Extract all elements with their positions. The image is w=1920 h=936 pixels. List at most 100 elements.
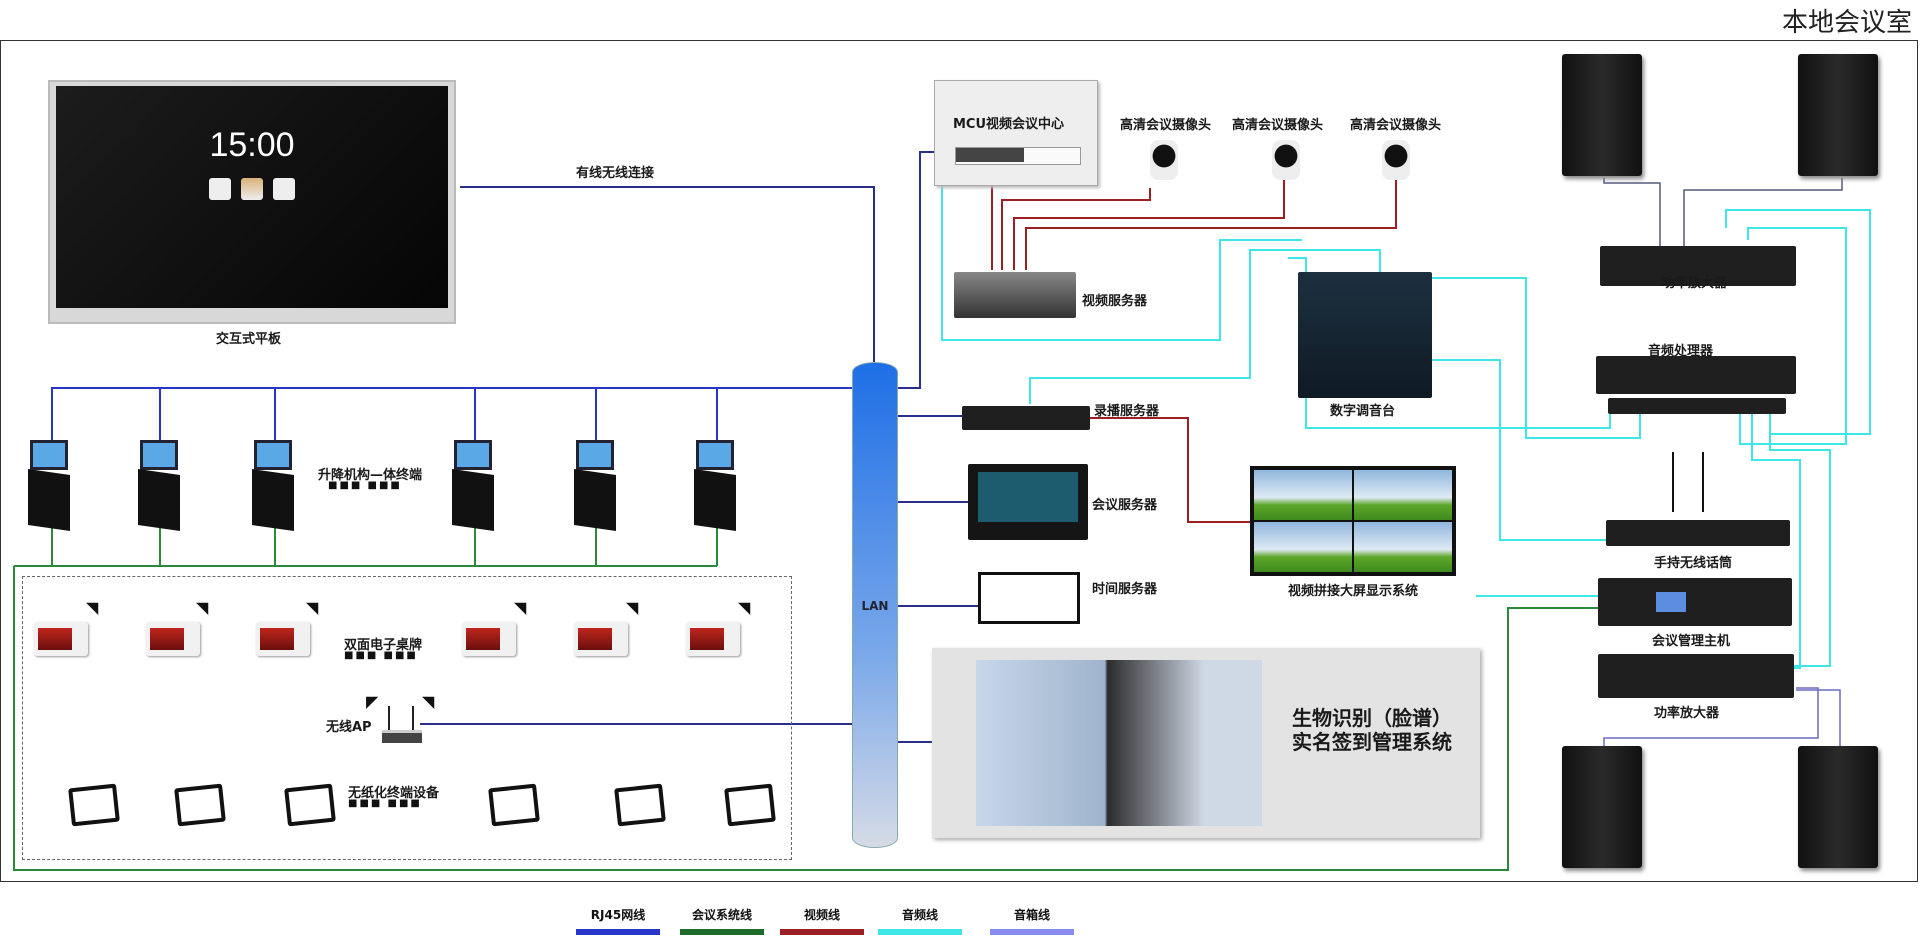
lift-terminal bbox=[694, 440, 740, 531]
legend-item: 音箱线 bbox=[990, 906, 1074, 935]
paperless-tablet bbox=[614, 783, 666, 827]
tablet-label: 无纸化终端设备 bbox=[348, 786, 440, 801]
electronic-nameplate bbox=[686, 622, 740, 656]
power-amplifier bbox=[1600, 246, 1796, 286]
diagram-frame bbox=[0, 40, 1918, 882]
page-title: 本地会议室 bbox=[1781, 8, 1912, 38]
wifi-icon: ◥ bbox=[196, 598, 209, 617]
digital-mixer bbox=[1298, 272, 1432, 398]
legend-item: 会议系统线 bbox=[680, 906, 764, 935]
lift-terminal bbox=[574, 440, 620, 531]
camera-label: 高清会议摄像头 bbox=[1350, 118, 1442, 133]
record-server-label: 录播服务器 bbox=[1094, 404, 1160, 419]
mcu-label: MCU视频会议中心 bbox=[953, 117, 1065, 132]
wireless-zone bbox=[22, 576, 792, 860]
video-wall-label: 视频拼接大屏显示系统 bbox=[1288, 584, 1419, 599]
legend-swatch bbox=[680, 929, 764, 935]
wireless-mic-receiver bbox=[1606, 520, 1790, 546]
tv-link-label: 有线无线连接 bbox=[576, 166, 655, 181]
tv-screen: 15:00 bbox=[56, 86, 448, 308]
wire-conference bbox=[51, 520, 718, 566]
audio-processor bbox=[1596, 356, 1796, 394]
electronic-nameplate bbox=[146, 622, 200, 656]
record-server bbox=[962, 406, 1090, 430]
electronic-nameplate bbox=[256, 622, 310, 656]
app-icon bbox=[209, 178, 231, 200]
paperless-tablet bbox=[488, 783, 540, 827]
paperless-tablet bbox=[724, 783, 776, 827]
paperless-tablet bbox=[174, 783, 226, 827]
wifi-icon: ◤ bbox=[366, 692, 379, 711]
mcu-center: MCU视频会议中心 bbox=[934, 80, 1098, 186]
time-server-label: 时间服务器 bbox=[1092, 582, 1158, 597]
mixer-label: 数字调音台 bbox=[1330, 404, 1396, 419]
lift-terminal bbox=[28, 440, 74, 531]
wifi-icon: ◥ bbox=[626, 598, 639, 617]
time-server bbox=[978, 572, 1080, 624]
speaker bbox=[1562, 746, 1642, 868]
lift-terminal bbox=[138, 440, 184, 531]
ellipsis: ■■■ ■■■ bbox=[328, 480, 402, 491]
camera-icon bbox=[1150, 140, 1178, 180]
interactive-flat-panel: 15:00 bbox=[48, 80, 456, 324]
legend-label: 音箱线 bbox=[1013, 908, 1050, 922]
antenna-icon bbox=[1672, 452, 1674, 512]
paperless-tablet bbox=[284, 783, 336, 827]
legend-label: 视频线 bbox=[803, 908, 840, 922]
electronic-nameplate bbox=[574, 622, 628, 656]
biometric-photo bbox=[976, 660, 1262, 826]
wire-rj45-tv bbox=[460, 186, 875, 362]
wire-video bbox=[991, 178, 1397, 270]
legend-swatch bbox=[780, 929, 864, 935]
tv-label: 交互式平板 bbox=[216, 332, 282, 347]
electronic-nameplate bbox=[34, 622, 88, 656]
conference-host bbox=[1598, 578, 1792, 626]
lan-switch: LAN bbox=[852, 362, 898, 848]
wireless-ap bbox=[382, 706, 422, 743]
biometric-panel: 生物识别（脸谱） 实名签到管理系统 bbox=[932, 648, 1480, 838]
nameplate-label: 双面电子桌牌 bbox=[344, 638, 423, 653]
speaker bbox=[1562, 54, 1642, 176]
wifi-icon: ◥ bbox=[738, 598, 751, 617]
video-server bbox=[954, 272, 1076, 318]
wifi-icon: ◥ bbox=[514, 598, 527, 617]
legend-swatch bbox=[576, 929, 660, 935]
app-icon bbox=[241, 178, 263, 200]
wire-audio bbox=[941, 184, 1302, 341]
host-label: 会议管理主机 bbox=[1652, 634, 1731, 649]
ellipsis: ■■■ ■■■ bbox=[348, 798, 422, 809]
legend-label: 会议系统线 bbox=[691, 908, 752, 922]
processor-label: 音频处理器 bbox=[1648, 344, 1714, 359]
amp-bottom-label: 功率放大器 bbox=[1654, 706, 1720, 721]
legend-item: RJ45网线 bbox=[576, 906, 660, 935]
ap-label: 无线AP bbox=[326, 720, 372, 735]
antenna-icon bbox=[1702, 452, 1704, 512]
amp-top-label: 功率放大器 bbox=[1662, 276, 1728, 291]
wire-rj45-mcu bbox=[898, 151, 934, 389]
conference-server-label: 会议服务器 bbox=[1092, 498, 1158, 513]
legend-swatch bbox=[878, 929, 962, 935]
wifi-icon: ◥ bbox=[306, 598, 319, 617]
camera-icon bbox=[1382, 140, 1410, 180]
legend-item: 视频线 bbox=[780, 906, 864, 935]
wireless-mic-label: 手持无线话筒 bbox=[1654, 556, 1733, 571]
tv-clock: 15:00 bbox=[209, 126, 295, 164]
lan-label: LAN bbox=[861, 599, 889, 613]
electronic-nameplate bbox=[462, 622, 516, 656]
legend-label: 音频线 bbox=[901, 908, 938, 922]
camera-label: 高清会议摄像头 bbox=[1232, 118, 1324, 133]
wire-rj45-lift-bus bbox=[51, 387, 852, 442]
legend-label: RJ45网线 bbox=[590, 908, 646, 922]
legend-swatch bbox=[990, 929, 1074, 935]
wifi-icon: ◥ bbox=[86, 598, 99, 617]
biometric-subtitle: 实名签到管理系统 bbox=[1292, 730, 1452, 754]
camera-icon bbox=[1272, 140, 1300, 180]
speaker bbox=[1798, 746, 1878, 868]
speaker bbox=[1798, 54, 1878, 176]
lift-terminal-label: 升降机构—体终端 bbox=[318, 468, 423, 483]
wire-speaker bbox=[1603, 178, 1843, 246]
power-amplifier bbox=[1598, 654, 1794, 698]
qr-icon bbox=[273, 178, 295, 200]
legend-item: 音频线 bbox=[878, 906, 962, 935]
